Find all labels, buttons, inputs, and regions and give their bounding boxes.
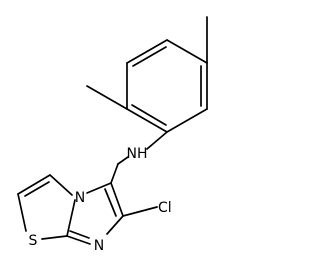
bond-methyl-ortho	[86, 85, 128, 110]
bond-n7-c7a	[66, 235, 91, 245]
bond-c3-c2	[17, 174, 51, 195]
bond-c2-s1	[17, 193, 27, 232]
bond-aryl-4-inner	[131, 104, 167, 126]
bond-aryl-4	[126, 108, 168, 133]
atom-label-nh: NH	[127, 146, 148, 162]
bond-aryl-6	[126, 39, 168, 64]
bond-n4-c5	[86, 182, 112, 194]
bond-c3-c2-inner	[24, 181, 50, 197]
bond-aryl-6-inner	[132, 46, 167, 67]
atom-label-sulfur: S	[29, 233, 38, 249]
bond-c7a-n4	[66, 199, 76, 237]
imidazole-ring	[66, 182, 124, 245]
bond-nh-ch2	[117, 156, 129, 165]
chemical-structure-diagram: NH N N S Cl	[17, 16, 208, 254]
aryl-ring	[126, 39, 208, 133]
bond-c5-c6	[110, 182, 124, 217]
bond-c5-c6-inner	[104, 188, 117, 217]
bond-aryl-1	[166, 39, 208, 64]
bond-s1-c7a	[41, 235, 68, 240]
bond-aryl-nh	[146, 131, 168, 150]
bond-aryl-3	[166, 108, 208, 133]
bond-c6-n7	[106, 215, 124, 235]
bond-ch2-c5	[110, 163, 119, 184]
atom-label-ring-n: N	[75, 190, 85, 206]
thiazole-ring	[17, 174, 73, 240]
bond-c6-cl	[122, 206, 158, 217]
atom-label-imine-n: N	[94, 238, 104, 254]
bond-n7-c7a-inner	[69, 230, 90, 239]
bond-n4-c3	[49, 174, 73, 196]
atom-label-chlorine: Cl	[158, 200, 172, 216]
